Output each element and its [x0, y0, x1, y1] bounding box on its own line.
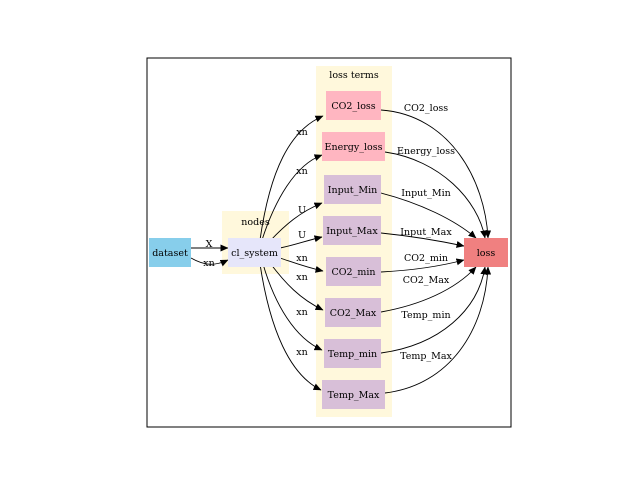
- node-loss[interactable]: loss: [464, 238, 508, 267]
- edge-label-from-temp-min: Temp_min: [401, 310, 450, 321]
- node-temp-min-box: [324, 339, 381, 368]
- edge-to-co2-max: [269, 262, 324, 311]
- node-dataset-label: dataset: [152, 248, 188, 259]
- node-input-max[interactable]: Input_Max: [323, 216, 381, 245]
- node-co2-min-box: [326, 257, 381, 286]
- edge-to-input-max: [279, 235, 323, 249]
- node-co2-loss-label: CO2_loss: [331, 101, 375, 112]
- edge-to-temp-max: [259, 263, 322, 391]
- edge-label-from-energy-loss: Energy_loss: [397, 146, 455, 157]
- edge-to-energy-loss: [261, 154, 323, 241]
- edge-to-co2-loss: [259, 115, 324, 241]
- cluster-nodes-label: nodes: [241, 217, 270, 228]
- node-temp-max-label: Temp_Max: [328, 390, 380, 401]
- edge-from-temp-min: [380, 266, 488, 354]
- node-dataset-box: [149, 238, 191, 267]
- edge-label-to-co2-min: xn: [296, 253, 307, 264]
- edge-from-co2-loss: [380, 109, 492, 239]
- edge-from-co2-max: [380, 266, 477, 313]
- node-co2-max-box: [325, 298, 381, 327]
- node-temp-max[interactable]: Temp_Max: [322, 380, 385, 409]
- edge-label-from-temp-max: Temp_Max: [400, 351, 452, 362]
- edge-label-to-co2-max: xn: [296, 272, 307, 283]
- edge-from-temp-max: [384, 266, 492, 394]
- node-cl-system[interactable]: cl_system: [228, 238, 281, 267]
- node-cl-system-box: [228, 238, 281, 267]
- node-co2-max[interactable]: CO2_Max: [325, 298, 381, 327]
- node-input-min-box: [324, 175, 381, 204]
- node-cl-system-label: cl_system: [231, 248, 278, 259]
- node-loss-box: [464, 238, 508, 267]
- node-temp-min-label: Temp_min: [328, 349, 377, 360]
- edge-label-from-input-max: Input_Max: [400, 227, 452, 238]
- edge-from-input-max: [380, 232, 465, 248]
- edge-from-co2-min: [380, 258, 465, 273]
- edge-from-energy-loss: [384, 151, 488, 239]
- node-energy-loss-label: Energy_loss: [325, 142, 383, 153]
- edge-label-from-co2-min: CO2_min: [404, 253, 448, 264]
- node-co2-loss[interactable]: CO2_loss: [326, 91, 381, 120]
- edge-to-input-min: [269, 202, 323, 242]
- edges-to-terms: xn xn U U xn xn xn xn: [259, 115, 324, 391]
- edge-label-from-co2-max: CO2_Max: [403, 275, 450, 286]
- edge-dataset-xn: [190, 257, 229, 267]
- node-loss-label: loss: [477, 248, 496, 259]
- node-temp-min[interactable]: Temp_min: [324, 339, 381, 368]
- edge-to-co2-min: [279, 257, 324, 273]
- node-dataset[interactable]: dataset: [149, 238, 191, 267]
- edge-label-to-temp-min: xn: [296, 307, 307, 318]
- edge-label-to-co2-loss: xn: [296, 127, 307, 138]
- edge-label-from-input-min: Input_Min: [401, 188, 451, 199]
- edges-input: X xn: [190, 239, 229, 269]
- edge-label-from-co2-loss: CO2_loss: [404, 103, 448, 114]
- node-temp-max-box: [322, 380, 385, 409]
- node-input-min-label: Input_Min: [328, 185, 378, 196]
- node-co2-loss-box: [326, 91, 381, 120]
- edge-label-to-temp-max: xn: [296, 347, 307, 358]
- edge-label-to-energy-loss: xn: [296, 166, 307, 177]
- node-energy-loss[interactable]: Energy_loss: [322, 132, 385, 161]
- edge-to-temp-min: [262, 263, 323, 351]
- node-input-max-label: Input_Max: [326, 226, 378, 237]
- node-energy-loss-box: [322, 132, 385, 161]
- node-input-max-box: [323, 216, 381, 245]
- node-input-min[interactable]: Input_Min: [324, 175, 381, 204]
- edges-to-loss: CO2_loss Energy_loss Input_Min Input_Max…: [380, 103, 492, 394]
- edge-label-dataset-xn: xn: [203, 258, 214, 269]
- node-co2-max-label: CO2_Max: [330, 308, 377, 319]
- edge-label-to-input-min: U: [298, 205, 306, 216]
- edge-label-dataset-x: X: [206, 239, 213, 250]
- edge-from-input-min: [380, 192, 477, 239]
- node-co2-min-label: CO2_min: [331, 267, 375, 278]
- node-co2-min[interactable]: CO2_min: [326, 257, 381, 286]
- edge-label-to-input-max: U: [298, 230, 306, 241]
- cluster-loss-terms-label: loss terms: [329, 70, 379, 81]
